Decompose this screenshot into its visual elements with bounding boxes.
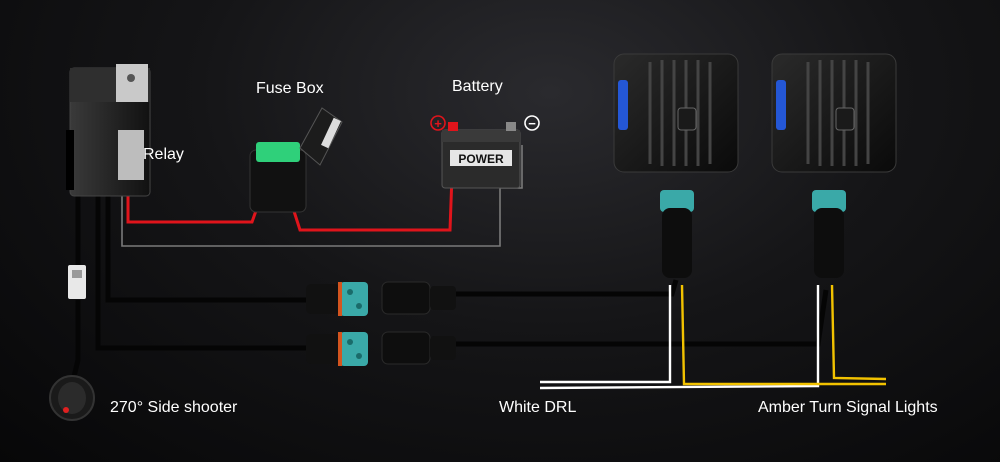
battery-label: Battery [452, 78, 503, 95]
amber-wire-1 [680, 284, 886, 386]
harness-to-light2 [455, 289, 829, 347]
ground-wire [121, 145, 523, 247]
light-pod-left [613, 53, 739, 278]
negative-symbol: − [528, 116, 536, 131]
inline-connector [68, 265, 86, 299]
white-drl-wire-1 [540, 285, 672, 384]
harness-wire-upper [105, 195, 310, 303]
amber-wire-2 [830, 284, 887, 381]
positive-symbol: + [434, 116, 442, 131]
harness-to-light1 [455, 279, 679, 297]
battery [430, 115, 540, 189]
switch-label: 270° Side shooter [110, 399, 238, 416]
fuse-box-label: Fuse Box [256, 80, 324, 97]
relay [66, 64, 151, 197]
harness-connector-upper [306, 281, 456, 316]
harness-wire-lower [95, 195, 310, 351]
light-pod-right [771, 53, 897, 278]
battery-brand: POWER [458, 152, 504, 166]
relay-label: Relay [143, 146, 184, 163]
white-drl-label: White DRL [499, 399, 577, 416]
white-drl-wire-2 [539, 285, 820, 390]
relay-to-fuse-wire [126, 195, 260, 224]
amber-turn-signal-label: Amber Turn Signal Lights [758, 399, 938, 416]
harness-connector-lower [306, 331, 456, 366]
fuse-box [249, 107, 343, 213]
rocker-switch [49, 375, 95, 421]
